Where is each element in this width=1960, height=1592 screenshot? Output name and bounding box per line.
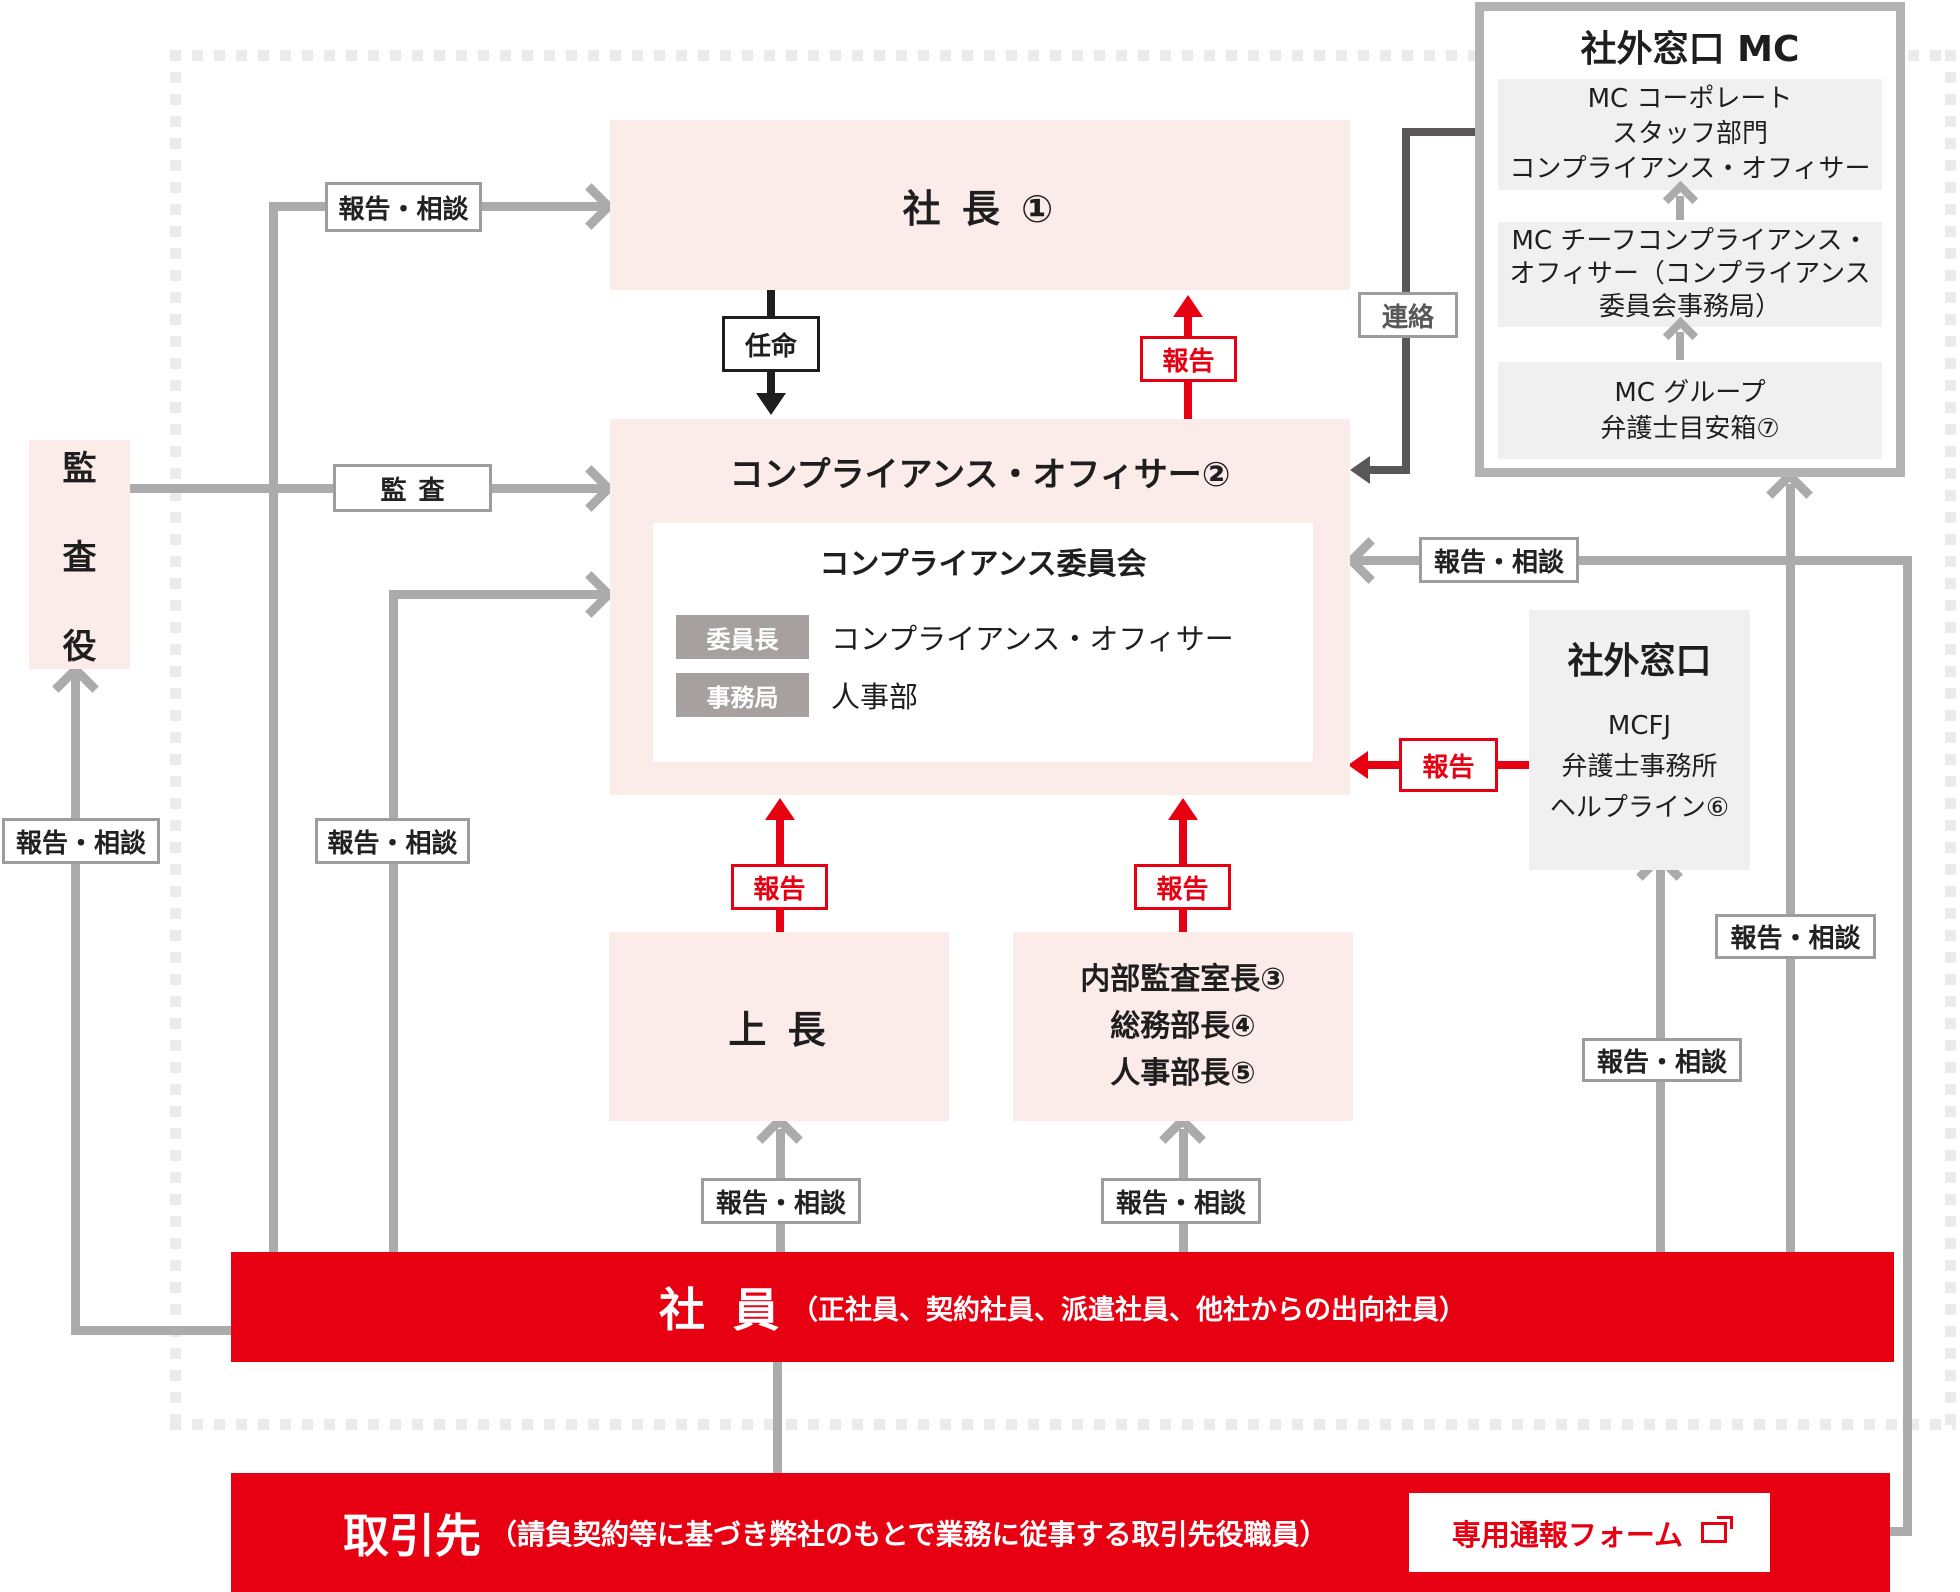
label-text: 監査 [380, 475, 457, 506]
label-report-consult-president: 報告・相談 [325, 182, 482, 232]
committee-chair-row: 委員長 コンプライアンス・オフィサー [676, 615, 1234, 659]
president-title: 社 長 ① [902, 186, 1058, 231]
label-text: 報告・相談 [715, 1188, 846, 1219]
box-compliance-committee: コンプライアンス委員会 委員長 コンプライアンス・オフィサー 事務局 人事部 [653, 523, 1313, 762]
auditor-char: 監 [62, 449, 97, 489]
chair-value: コンプライアンス・オフィサー [831, 622, 1234, 656]
mc-box-corporate: MC コーポレート スタッフ部門 コンプライアンス・オフィサー [1498, 79, 1882, 190]
label-report-consult-mc: 報告・相談 [1715, 914, 1876, 959]
label-report-superior: 報告 [731, 864, 828, 910]
panel-border-bottom [170, 1419, 1956, 1430]
arrowhead-report-internal [1168, 798, 1198, 820]
label-report-consult-internal: 報告・相談 [1101, 1178, 1261, 1224]
label-text: 報告・相談 [15, 828, 146, 859]
box-president: 社 長 ① [610, 120, 1350, 290]
line-contact-h-top [1402, 128, 1479, 136]
line-employees-to-partners [773, 1362, 782, 1473]
arrowhead-report-superior [765, 798, 795, 820]
label-text: 報告・相談 [327, 828, 458, 859]
label-text: 報告 [1162, 346, 1215, 377]
line-partners-to-committee-v [1903, 556, 1912, 1536]
label-contact: 連絡 [1358, 292, 1458, 338]
arrowhead-appoint [756, 393, 786, 415]
box-auditor: 監 査 役 [29, 440, 130, 669]
label-report-president: 報告 [1140, 336, 1237, 382]
label-report-consult-committee: 報告・相談 [315, 818, 470, 864]
arrowhead-into-president [568, 183, 615, 230]
panel-border-right [1945, 50, 1956, 1430]
panel-border-top [170, 50, 1946, 61]
internal-head-line: 総務部長④ [1110, 1009, 1256, 1044]
mc-box-lawyer: MC グループ 弁護士目安箱⑦ [1498, 362, 1882, 459]
label-text: 報告・相談 [1115, 1188, 1246, 1219]
arrowhead-into-committee [568, 571, 615, 618]
label-report-consult-partners: 報告・相談 [1419, 537, 1579, 583]
internal-head-line: 内部監査室長③ [1080, 962, 1286, 997]
employees-subtitle: （正社員、契約社員、派遣社員、他社からの出向社員） [791, 1294, 1466, 1326]
secretariat-value: 人事部 [831, 680, 919, 714]
label-appoint: 任命 [722, 316, 820, 372]
external-link-icon [1701, 1516, 1734, 1543]
partners-subtitle: （請負契約等に基づき弊社のもとで業務に従事する取引先役職員） [489, 1517, 1328, 1551]
label-report-consult-auditor: 報告・相談 [2, 818, 160, 864]
committee-title: コンプライアンス委員会 [819, 547, 1147, 582]
arrowhead-partners-into-committee [1345, 537, 1392, 584]
mc-arrow-stem-2 [1676, 332, 1684, 360]
auditor-char: 査 [62, 538, 97, 578]
mc-window-title: 社外窓口 MC [1580, 29, 1800, 70]
label-audit: 監査 [333, 464, 492, 512]
label-text: 報告 [1422, 752, 1475, 783]
line-partners-corner-h [1886, 1527, 1912, 1536]
label-report-consult-superior: 報告・相談 [701, 1178, 861, 1224]
superior-title: 上 長 [728, 1008, 830, 1052]
compliance-officer-title: コンプライアンス・オフィサー② [729, 454, 1231, 495]
label-text: 報告・相談 [1433, 547, 1564, 578]
box-internal-heads: 内部監査室長③ 総務部長④ 人事部長⑤ [1013, 932, 1353, 1121]
line-employees-to-committee-v [389, 594, 398, 1252]
mc-box-chief-officer: MC チーフコンプライアンス・ オフィサー（コンプライアンス 委員会事務局） [1498, 222, 1882, 327]
box-compliance-officer: コンプライアンス・オフィサー② コンプライアンス委員会 委員長 コンプライアンス… [610, 419, 1350, 795]
arrowhead-contact [1350, 456, 1370, 484]
secretariat-tag: 事務局 [676, 673, 809, 717]
chair-tag: 委員長 [676, 615, 809, 659]
line-partners-to-committee-h [1352, 556, 1912, 565]
line-employees-to-committee-h [389, 590, 603, 599]
arrowhead-audit-into-officer [568, 465, 615, 512]
label-text: 報告・相談 [338, 194, 469, 225]
line-employees-to-auditor-h [71, 1326, 231, 1335]
line-employees-to-president-v [269, 202, 278, 1252]
box-mc-window: 社外窓口 MC MC コーポレート スタッフ部門 コンプライアンス・オフィサー … [1475, 2, 1905, 477]
label-text: 報告 [1156, 874, 1209, 905]
partners-title: 取引先 [343, 1508, 481, 1563]
internal-head-line: 人事部長⑤ [1110, 1056, 1256, 1091]
report-form-button[interactable]: 専用通報フォーム [1409, 1493, 1770, 1572]
box-external-window: 社外窓口 MCFJ 弁護士事務所 ヘルプライン⑥ [1529, 610, 1750, 870]
label-report-external: 報告 [1399, 738, 1498, 792]
arrowhead-into-superior [756, 1114, 803, 1161]
arrowhead-into-internal [1159, 1114, 1206, 1161]
label-report-consult-external: 報告・相談 [1582, 1038, 1742, 1082]
line-employees-to-mc [1786, 484, 1795, 1252]
arrowhead-report-to-president [1173, 295, 1203, 317]
bar-partners: 取引先 （請負契約等に基づき弊社のもとで業務に従事する取引先役職員） 専用通報フ… [231, 1473, 1890, 1592]
arrowhead-into-auditor [52, 663, 99, 710]
auditor-char: 役 [62, 627, 97, 667]
external-window-lines: MCFJ 弁護士事務所 ヘルプライン⑥ [1549, 711, 1730, 823]
label-text: 任命 [744, 331, 797, 362]
box-superior: 上 長 [609, 932, 949, 1121]
label-text: 報告・相談 [1596, 1047, 1727, 1078]
label-text: 報告・相談 [1730, 924, 1861, 954]
bar-employees: 社 員 （正社員、契約社員、派遣社員、他社からの出向社員） [231, 1252, 1894, 1362]
employees-title: 社 員 [658, 1283, 785, 1337]
label-report-internal: 報告 [1134, 864, 1231, 910]
panel-border-left [170, 50, 181, 1430]
line-contact-h-bottom [1364, 466, 1404, 474]
arrowhead-report-external [1348, 751, 1368, 779]
mc-arrow-stem-1 [1676, 196, 1684, 220]
line-employees-to-auditor-v [71, 676, 80, 1334]
external-window-title: 社外窓口 [1567, 641, 1712, 682]
label-text: 報告 [753, 874, 806, 905]
label-text: 連絡 [1381, 302, 1434, 333]
committee-secretariat-row: 事務局 人事部 [676, 673, 918, 717]
